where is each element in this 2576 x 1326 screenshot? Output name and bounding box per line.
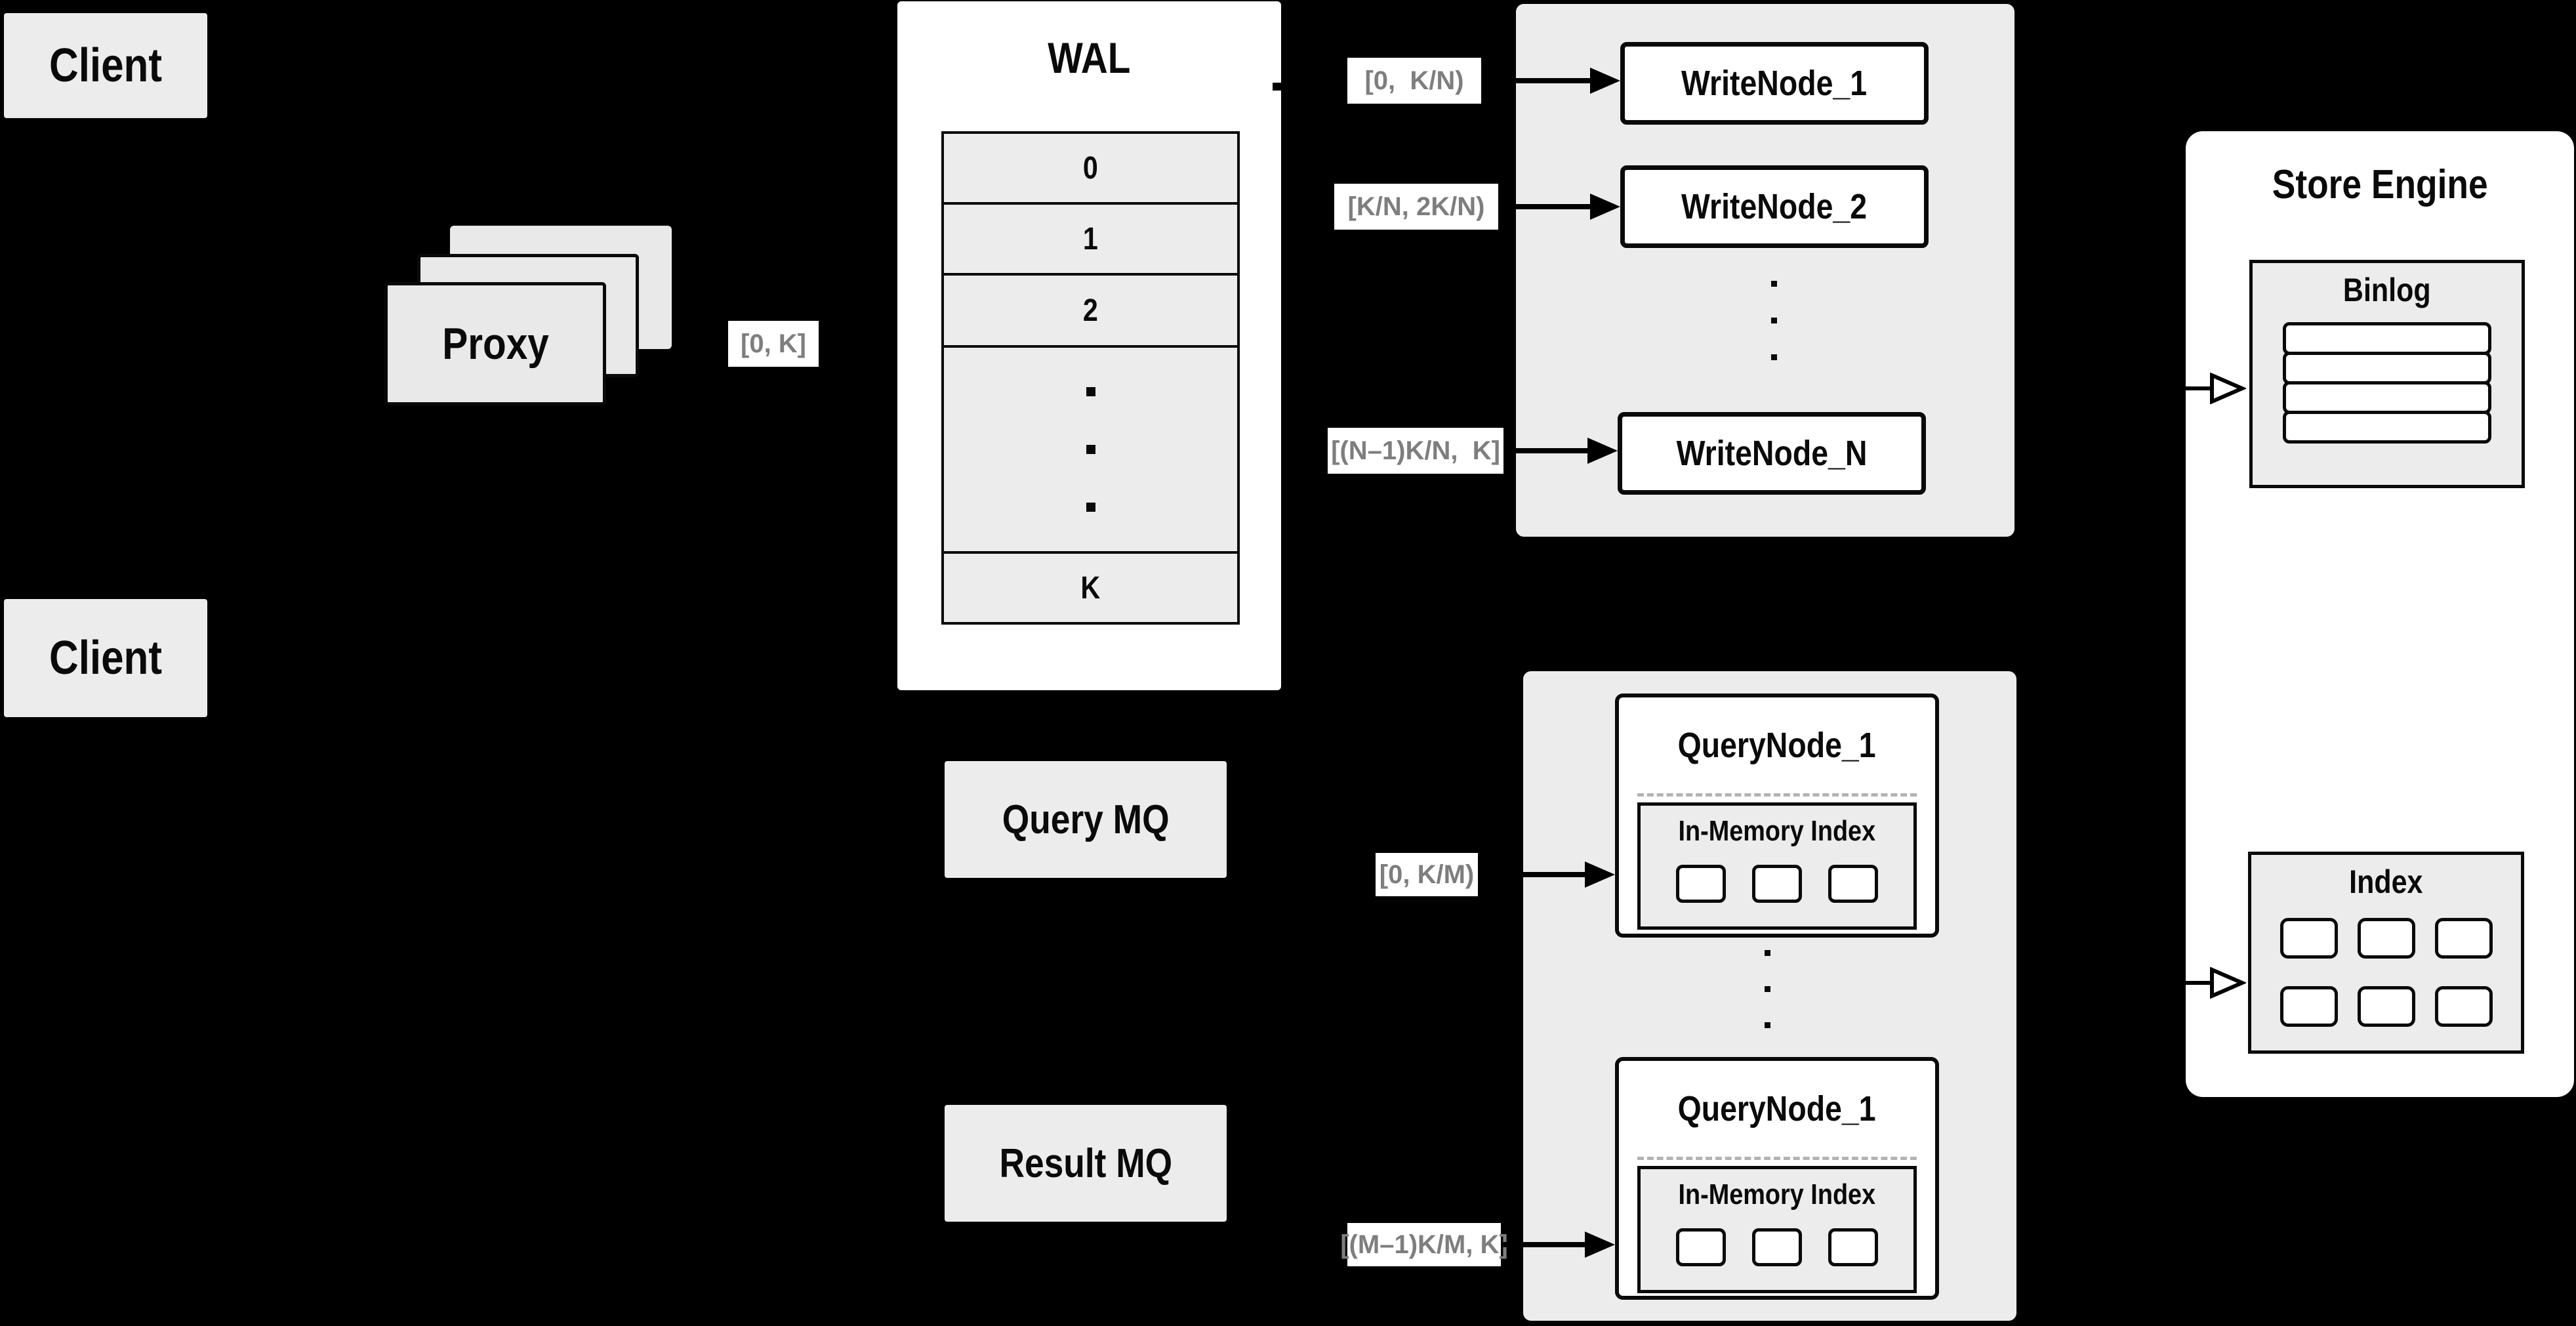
proxy-label: Proxy: [441, 319, 549, 369]
dot-icon: [1771, 354, 1777, 360]
index-title: Index: [2349, 863, 2423, 900]
index-cell: [2280, 918, 2338, 959]
segment-cell: [1676, 1228, 1726, 1266]
range-label-query-m: [(M–1)K/M, K]: [1340, 1223, 1508, 1266]
wal-container: WAL 0 1 2 K: [897, 1, 1281, 690]
segment-cell: [1752, 1228, 1802, 1266]
write-node-1: WriteNode_1: [1620, 42, 1929, 125]
open-arrow-icon-index: [2210, 967, 2246, 999]
store-engine-container: Store Engine Binlog Index: [2186, 131, 2574, 1097]
in-memory-index-box: In-Memory Index: [1637, 1166, 1917, 1293]
binlog-row: [2283, 352, 2491, 384]
query-node-m-title: QueryNode_1: [1678, 1089, 1876, 1129]
dot-icon: [1765, 986, 1770, 992]
in-memory-index-box: In-Memory Index: [1637, 802, 1917, 930]
dot-icon: [1771, 318, 1777, 323]
range-label-write-n: [(N–1)K/N, K]: [1328, 428, 1503, 474]
binlog-box: Binlog: [2249, 260, 2525, 488]
query-node-1: QueryNode_1 In-Memory Index: [1615, 694, 1939, 938]
range-label-write-1: [0, K/N): [1347, 58, 1481, 104]
query-node-ellipsis: [1765, 950, 1770, 1028]
open-arrow-line-binlog: [2186, 386, 2213, 390]
write-node-n: WriteNode_N: [1618, 412, 1926, 495]
range-label-write-2: [K/N, 2K/N): [1334, 184, 1498, 230]
wal-ellipsis: [941, 345, 1240, 554]
write-node-ellipsis: [1771, 281, 1777, 360]
segment-cells: [1641, 1228, 1913, 1266]
segment-cell: [1828, 1228, 1878, 1266]
query-mq-box: Query MQ: [945, 761, 1227, 878]
wal-row-1: 1: [941, 202, 1240, 276]
arrow-right-icon-write-n: [1503, 438, 1618, 464]
index-cell: [2357, 918, 2415, 959]
store-engine-title: Store Engine: [2272, 162, 2488, 207]
dot-icon: [1086, 445, 1095, 454]
segment-cell: [1828, 865, 1878, 903]
wal-row-k: K: [941, 551, 1240, 625]
open-arrow-icon-binlog: [2210, 373, 2246, 404]
wal-title: WAL: [1048, 33, 1131, 82]
dot-icon: [1086, 387, 1095, 396]
arrow-right-icon-query-m: [1501, 1232, 1615, 1258]
wal-table: 0 1 2 K: [941, 131, 1240, 625]
in-memory-index-title: In-Memory Index: [1678, 1178, 1876, 1211]
dot-icon: [1765, 1022, 1770, 1028]
in-memory-index-title: In-Memory Index: [1678, 815, 1876, 847]
index-cell: [2280, 986, 2338, 1027]
result-mq-box: Result MQ: [945, 1105, 1227, 1222]
client-bottom-label: Client: [49, 632, 162, 684]
arrow-right-icon-query-1: [1478, 861, 1615, 888]
arrow-right-icon-write-2: [1498, 194, 1620, 220]
client-top-box: Client: [4, 13, 207, 118]
index-cell: [2434, 986, 2493, 1027]
query-node-1-title: QueryNode_1: [1678, 726, 1876, 765]
query-node-m: QueryNode_1 In-Memory Index: [1615, 1057, 1939, 1300]
write-node-2: WriteNode_2: [1620, 165, 1929, 248]
binlog-title: Binlog: [2343, 272, 2431, 308]
proxy-card-front: Proxy: [384, 282, 606, 405]
segment-cell: [1676, 865, 1726, 903]
dot-icon: [1765, 950, 1770, 956]
range-label-query-1: [0, K/M): [1376, 853, 1478, 896]
index-cells: [2251, 918, 2521, 1027]
binlog-row: [2283, 322, 2491, 355]
wal-row-0: 0: [941, 131, 1240, 205]
open-arrow-line-index: [2186, 981, 2213, 985]
index-cell: [2434, 918, 2493, 959]
wal-row-2: 2: [941, 273, 1240, 348]
binlog-row: [2283, 411, 2491, 444]
arrow-right-icon-write-1: [1481, 68, 1620, 94]
index-box: Index: [2248, 852, 2524, 1054]
client-top-label: Client: [49, 39, 162, 92]
wal-connector-stub: [1273, 83, 1281, 91]
index-cell: [2357, 986, 2415, 1027]
dashed-divider: [1637, 1157, 1917, 1160]
segment-cells: [1641, 865, 1913, 903]
binlog-row: [2283, 381, 2491, 414]
dot-icon: [1771, 281, 1777, 287]
segment-cell: [1752, 865, 1802, 903]
dashed-divider: [1637, 793, 1917, 797]
binlog-rows: [2283, 322, 2491, 444]
client-bottom-box: Client: [4, 599, 207, 717]
range-label-proxy-out: [0, K]: [728, 321, 819, 367]
dot-icon: [1086, 503, 1095, 512]
